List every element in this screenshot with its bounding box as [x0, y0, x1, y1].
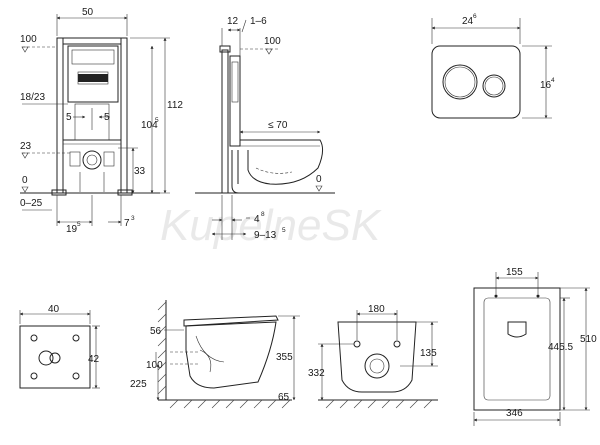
- dim-le-70: ≤ 70: [268, 120, 288, 131]
- side-view-dimensions: 12 1–6 100 ≤ 70 0 4 8 9–13 5: [211, 16, 323, 241]
- bowl-side-view: [157, 300, 292, 409]
- dim-top-445: 445.5: [548, 342, 573, 353]
- dim-d-9-13-sup: 5: [282, 227, 286, 234]
- dim-zero: 0: [22, 175, 28, 186]
- dim-panel-width: 40: [48, 304, 60, 315]
- dim-h-33: 33: [134, 166, 146, 177]
- dim-d-12: 12: [227, 16, 239, 27]
- dim-bowl-225: 225: [130, 379, 147, 390]
- dim-top-346: 346: [506, 408, 523, 419]
- bowl-front-dimensions: 180 135 332: [308, 304, 438, 401]
- dim-front-135: 135: [420, 348, 437, 359]
- dim-bowl-355: 355: [276, 352, 293, 363]
- dim-plate-width: 24: [462, 16, 474, 27]
- dim-h-112: 112: [167, 100, 183, 111]
- flush-plate-dimensions: 24 6 16 4: [431, 13, 555, 119]
- dim-front-332: 332: [308, 368, 325, 379]
- insulation-panel: [19, 325, 91, 389]
- dim-h-104-sup: 5: [155, 117, 159, 124]
- dim-front-180: 180: [368, 304, 385, 315]
- dim-width-50: 50: [82, 7, 94, 18]
- dim-bowl-56: 56: [150, 326, 162, 337]
- insulation-panel-dimensions: 40 42: [19, 304, 100, 389]
- dim-plate-height: 16: [540, 80, 552, 91]
- dim-top-100: 100: [20, 34, 37, 45]
- dim-plate-width-sup: 6: [473, 13, 477, 20]
- dim-bowl-100: 100: [146, 360, 163, 371]
- dim-zero-side: 0: [316, 174, 322, 185]
- dim-d-4: 4: [254, 214, 260, 225]
- dim-left-5: 5: [66, 112, 72, 123]
- dim-w-19-sup: 5: [77, 221, 81, 228]
- dim-plate-height-sup: 4: [551, 77, 555, 84]
- dim-floor-0-25: 0–25: [20, 198, 43, 209]
- dim-bowl-65: 65: [278, 392, 290, 403]
- dim-panel-height: 42: [88, 354, 100, 365]
- dim-h-104: 104: [141, 120, 158, 131]
- dim-d-1-6: 1–6: [250, 16, 267, 27]
- bowl-front-view: [318, 321, 438, 409]
- front-view-dimensions: 50 100 18/23 5 5 23 33 0 0–25 112 104 5 …: [20, 7, 183, 235]
- dim-tick-23: 23: [20, 141, 32, 152]
- dim-top-100-side: 100: [264, 36, 281, 47]
- bowl-top-view: [473, 287, 561, 411]
- bowl-top-dimensions: 155 445.5 510 346: [473, 267, 597, 426]
- side-view-frame: [195, 45, 335, 194]
- dim-top-155: 155: [506, 267, 523, 278]
- dim-w-7: 7: [124, 218, 130, 229]
- flush-plate: [431, 45, 521, 119]
- bowl-side-dimensions: 56 100 225 355 65: [130, 315, 300, 403]
- dim-w-19: 19: [66, 224, 78, 235]
- dim-right-5: 5: [104, 112, 110, 123]
- dim-d-9-13: 9–13: [254, 230, 277, 241]
- watermark-text: KupelneSK: [160, 201, 382, 250]
- dim-w-7-sup: 3: [131, 215, 135, 222]
- dim-d-4-sup: 8: [261, 211, 265, 218]
- dim-top-510: 510: [580, 334, 597, 345]
- dim-range-18-23: 18/23: [20, 92, 45, 103]
